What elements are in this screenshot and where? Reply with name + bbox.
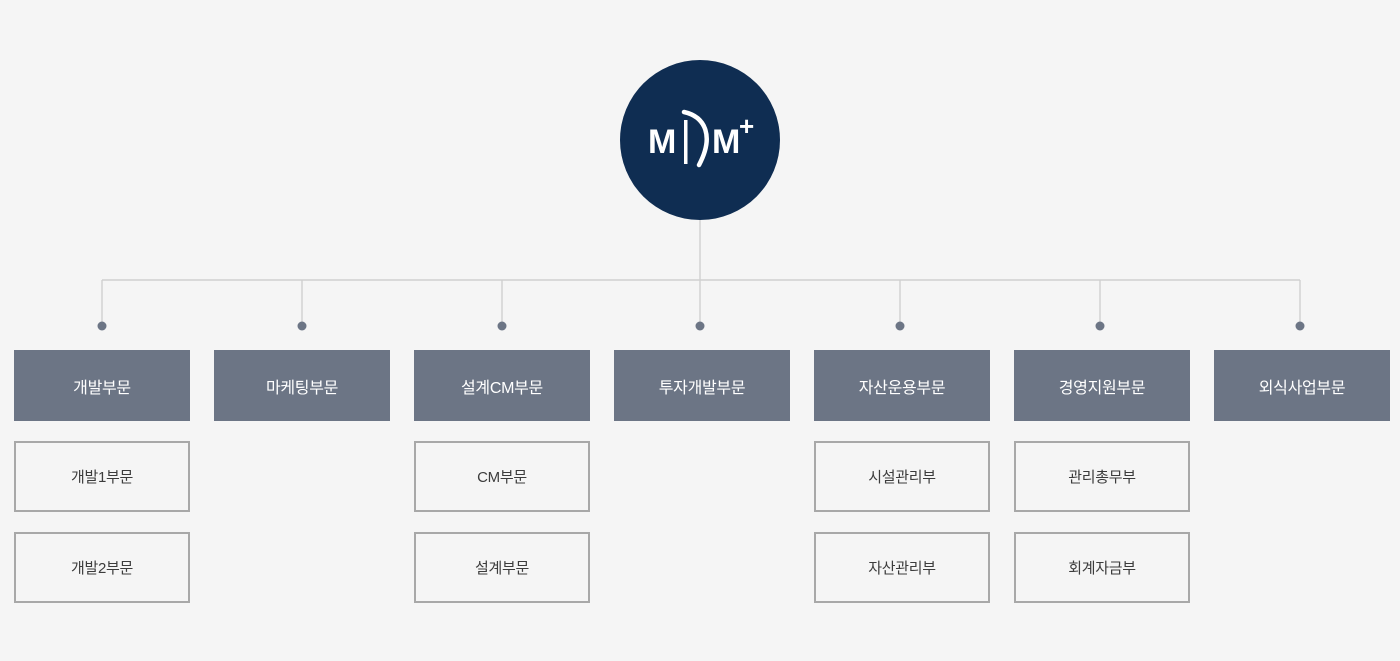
column-marketing: 마케팅부문 [214,350,390,603]
division-box[interactable]: 경영지원부문 [1014,350,1190,421]
team-box[interactable]: 관리총무부 [1014,441,1190,512]
svg-text:M: M [712,123,740,161]
svg-text:M: M [648,123,676,161]
column-asset-management: 자산운용부문 시설관리부 자산관리부 [814,350,990,603]
column-management-support: 경영지원부문 관리총무부 회계자금부 [1014,350,1190,603]
division-box[interactable]: 마케팅부문 [214,350,390,421]
team-box[interactable]: 설계부문 [414,532,590,603]
svg-text:+: + [739,111,754,141]
division-box[interactable]: 설계CM부문 [414,350,590,421]
division-box[interactable]: 투자개발부문 [614,350,790,421]
column-food-service: 외식사업부문 [1214,350,1390,603]
team-box[interactable]: 개발1부문 [14,441,190,512]
division-box[interactable]: 외식사업부문 [1214,350,1390,421]
column-investment-development: 투자개발부문 [614,350,790,603]
team-box[interactable]: 개발2부문 [14,532,190,603]
team-box[interactable]: CM부문 [414,441,590,512]
root-logo-node[interactable]: M M + [620,60,780,220]
team-box[interactable]: 자산관리부 [814,532,990,603]
column-design-cm: 설계CM부문 CM부문 설계부문 [414,350,590,603]
team-box[interactable]: 회계자금부 [1014,532,1190,603]
division-box[interactable]: 개발부문 [14,350,190,421]
column-development: 개발부문 개발1부문 개발2부문 [14,350,190,603]
team-box[interactable]: 시설관리부 [814,441,990,512]
mdm-plus-logo-icon: M M + [648,109,754,168]
department-columns: 개발부문 개발1부문 개발2부문 마케팅부문 설계CM부문 CM부문 설계부문 … [14,350,1390,603]
division-box[interactable]: 자산운용부문 [814,350,990,421]
